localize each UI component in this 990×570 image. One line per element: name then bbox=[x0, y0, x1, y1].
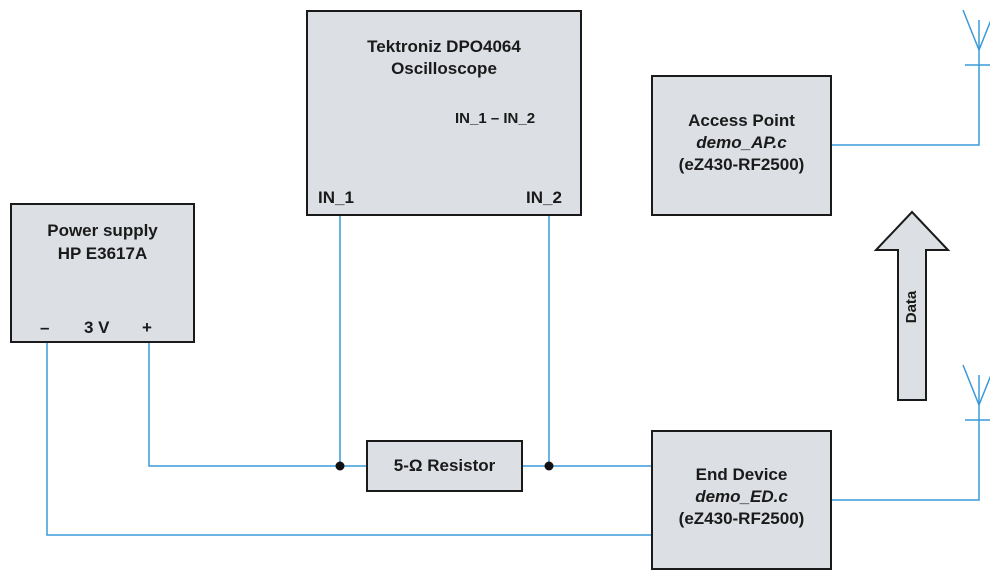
wire-plus bbox=[148, 342, 340, 467]
plus-terminal-label: + bbox=[142, 318, 152, 337]
end-device-title: End Device bbox=[695, 465, 788, 484]
data-arrow-label: Data bbox=[903, 290, 920, 324]
oscilloscope-title-line1: Tektroniz DPO4064 bbox=[367, 37, 521, 56]
port-in1-label: IN_1 bbox=[318, 188, 354, 207]
junction-dot-right bbox=[544, 461, 554, 471]
access-point-title: Access Point bbox=[688, 111, 795, 130]
oscilloscope-title-line2: Oscilloscope bbox=[391, 59, 497, 78]
end-device-antenna-icon bbox=[962, 364, 990, 421]
data-arrow-icon bbox=[873, 210, 951, 401]
voltage-label: 3 V bbox=[84, 318, 110, 337]
wire-ed-antenna bbox=[831, 420, 980, 501]
resistor-block bbox=[366, 440, 523, 492]
end-device-board: (eZ430-RF2500) bbox=[678, 509, 805, 528]
wire-minus bbox=[46, 342, 652, 536]
power-supply-title-line2: HP E3617A bbox=[57, 244, 148, 263]
signal-label: IN_1 – IN_2 bbox=[455, 110, 536, 127]
resistor-label: 5-Ω Resistor bbox=[393, 456, 496, 475]
access-point-board: (eZ430-RF2500) bbox=[678, 155, 805, 174]
oscilloscope-block bbox=[306, 10, 582, 216]
port-in2-label: IN_2 bbox=[526, 188, 562, 207]
minus-terminal-label: – bbox=[40, 318, 50, 337]
end-device-block bbox=[651, 430, 832, 570]
power-supply-block bbox=[10, 203, 195, 343]
access-point-block bbox=[651, 75, 832, 216]
power-supply-title-line1: Power supply bbox=[47, 221, 158, 240]
access-point-program: demo_AP.c bbox=[696, 133, 787, 152]
access-point-antenna-icon bbox=[962, 9, 990, 66]
end-device-program: demo_ED.c bbox=[695, 487, 788, 506]
junction-dot-left bbox=[335, 461, 345, 471]
wire-ap-antenna bbox=[831, 65, 980, 146]
